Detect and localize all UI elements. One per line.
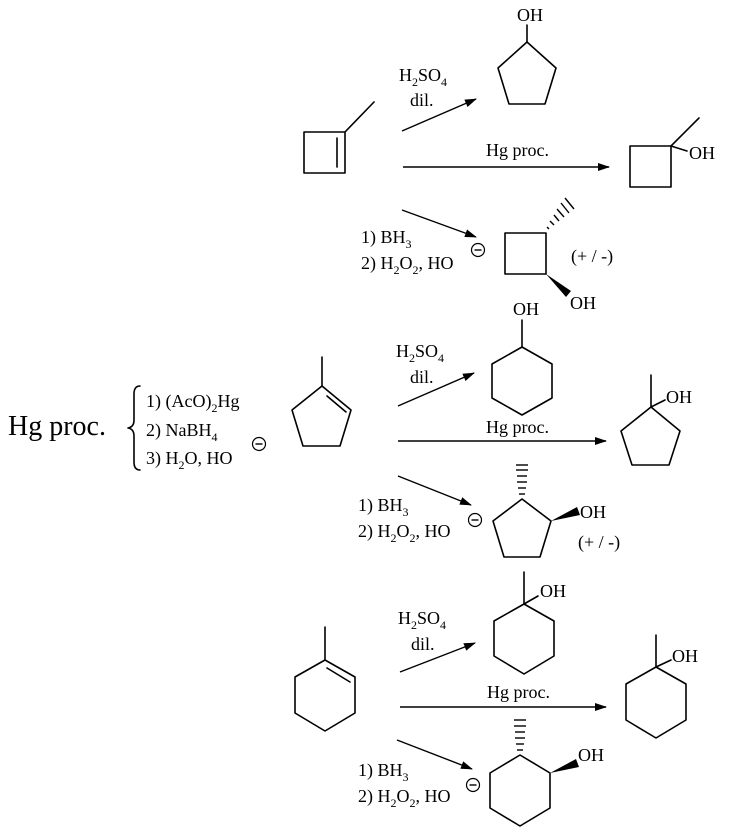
reagent-acid-2: H2SO4 bbox=[396, 341, 444, 365]
starting-material-methylenecyclobutane bbox=[303, 101, 375, 174]
hydroxide-charge-icon bbox=[470, 242, 486, 258]
product-methylcyclopentanol-hg: OH bbox=[620, 374, 692, 466]
reagent-acid-3: H2SO4 bbox=[398, 608, 446, 632]
oh-label: OH bbox=[666, 387, 692, 407]
arrow-hydroboration-3 bbox=[396, 739, 473, 770]
arrow-acid-1 bbox=[401, 98, 477, 132]
reagent-dil-3: dil. bbox=[411, 634, 435, 654]
arrow-hydroboration-2 bbox=[397, 475, 472, 506]
legend-title: Hg proc. bbox=[8, 411, 106, 442]
reagent-hb2-2: 2) H2O2, HO bbox=[358, 521, 451, 545]
starting-material-methylcyclohexene bbox=[294, 626, 356, 732]
legend-step-1: 1) (AcO)2Hg bbox=[146, 391, 239, 415]
hg-procedure-legend: Hg proc. 1) (AcO)2Hg 2) NaBH4 3) H2O, HO bbox=[8, 385, 267, 472]
reagent-dil-2: dil. bbox=[410, 367, 434, 387]
reagent-acid-1: H2SO4 bbox=[399, 65, 447, 89]
row-methylcyclopentene: H2SO4 dil. OH Hg proc. OH 1) BH3 2) H2O2… bbox=[291, 299, 692, 558]
product-trans-methylcyclobutanol-hydroboration: OH (+ / -) bbox=[504, 197, 613, 313]
hydroxide-charge-icon bbox=[465, 777, 481, 793]
reagent-hb2-3: 2) H2O2, HO bbox=[358, 786, 451, 810]
arrow-acid-2 bbox=[397, 372, 475, 407]
arrow-acid-3 bbox=[399, 642, 476, 673]
product-methylcyclohexanol-acid: OH bbox=[493, 571, 566, 675]
reagent-hg-1: Hg proc. bbox=[486, 140, 549, 160]
oh-label: OH bbox=[570, 293, 596, 313]
oh-label: OH bbox=[578, 745, 604, 765]
hydroxide-charge-icon bbox=[251, 436, 267, 452]
racemic-label: (+ / -) bbox=[578, 532, 620, 553]
reagent-hg-2: Hg proc. bbox=[486, 417, 549, 437]
product-methylcyclobutanol-hg: OH bbox=[629, 117, 715, 188]
legend-step-2: 2) NaBH4 bbox=[146, 420, 218, 444]
legend-step-3: 3) H2O, HO bbox=[146, 448, 233, 472]
reagent-hg-3: Hg proc. bbox=[487, 682, 550, 702]
product-methylcyclohexanol-hg: OH bbox=[625, 634, 698, 739]
oh-label: OH bbox=[513, 299, 539, 319]
arrow-hydroboration-1 bbox=[401, 209, 477, 238]
row-methylcyclohexene: H2SO4 dil. OH Hg proc. OH 1) BH3 2) H2O2… bbox=[294, 571, 698, 827]
product-trans-methylcyclohexanol-hydroboration: OH bbox=[489, 719, 604, 827]
reagent-dil-1: dil. bbox=[410, 90, 434, 110]
hydroxide-charge-icon bbox=[467, 512, 483, 528]
starting-material-methylcyclopentene bbox=[291, 356, 352, 447]
reagent-hb2-1: 2) H2O2, HO bbox=[361, 253, 454, 277]
product-trans-methylcyclopentanol-hydroboration: OH (+ / -) bbox=[492, 464, 620, 558]
oh-label: OH bbox=[689, 143, 715, 163]
product-cyclohexanol-acid: OH bbox=[491, 299, 553, 416]
product-cyclopentanol-acid: OH bbox=[497, 5, 557, 105]
legend-brace bbox=[127, 385, 141, 471]
reagent-hb1-1: 1) BH3 bbox=[361, 227, 412, 251]
row-methylenecyclobutane: H2SO4 dil. OH Hg proc. OH 1) BH3 2) H2O2… bbox=[303, 5, 715, 313]
racemic-label: (+ / -) bbox=[571, 246, 613, 267]
oh-label: OH bbox=[540, 581, 566, 601]
oh-label: OH bbox=[672, 646, 698, 666]
reagent-hb1-3: 1) BH3 bbox=[358, 760, 409, 784]
reagent-hb1-2: 1) BH3 bbox=[358, 495, 409, 519]
oh-label: OH bbox=[517, 5, 543, 25]
oh-label: OH bbox=[580, 502, 606, 522]
